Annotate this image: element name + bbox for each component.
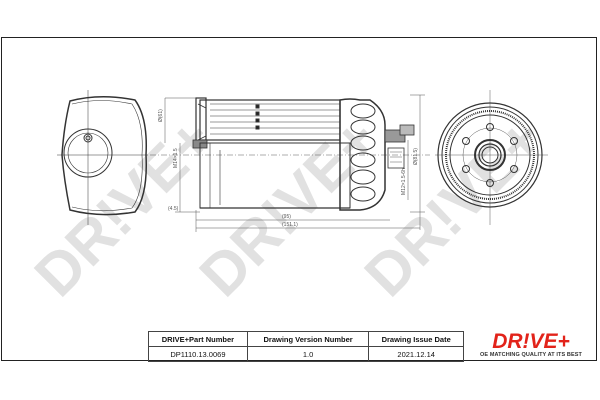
logo-tagline: OE MATCHING QUALITY AT ITS BEST [480,352,582,358]
dimension-lines [164,94,425,232]
header-version: Drawing Version Number [246,331,370,347]
version-value: 1.0 [246,346,370,362]
svg-text:Ø(81.5): Ø(81.5) [413,148,419,165]
svg-text:M12×1.5-6h: M12×1.5-6h [401,168,407,195]
svg-text:Ø(61): Ø(61) [158,109,164,122]
brand-logo: DR!VE+ OE MATCHING QUALITY AT ITS BEST [466,331,596,361]
part-number-value: DP1110.13.0069 [148,346,248,362]
svg-text:(151.1): (151.1) [282,222,298,228]
header-issue-date: Drawing Issue Date [368,331,464,347]
header-part-number: DRIVE+Part Number [148,331,248,347]
title-block: DRIVE+Part Number Drawing Version Number… [148,331,464,362]
side-view [150,97,430,211]
dimension-labels: Ø(61) M14×1.5 (4.5) (95) (151.1) Ø(81.5)… [158,109,419,228]
end-view-right [435,90,548,225]
svg-text:(4.5): (4.5) [168,206,179,212]
svg-text:M14×1.5: M14×1.5 [173,148,179,168]
svg-text:(95): (95) [282,214,291,220]
svg-text:DR!VE+: DR!VE+ [22,105,226,309]
issue-date-value: 2021.12.14 [368,346,464,362]
end-view-left [57,90,148,225]
logo-wordmark: DR!VE+ [492,330,570,353]
watermark: DR!VE+ DR!VE+ DR!VE+ [22,105,556,309]
